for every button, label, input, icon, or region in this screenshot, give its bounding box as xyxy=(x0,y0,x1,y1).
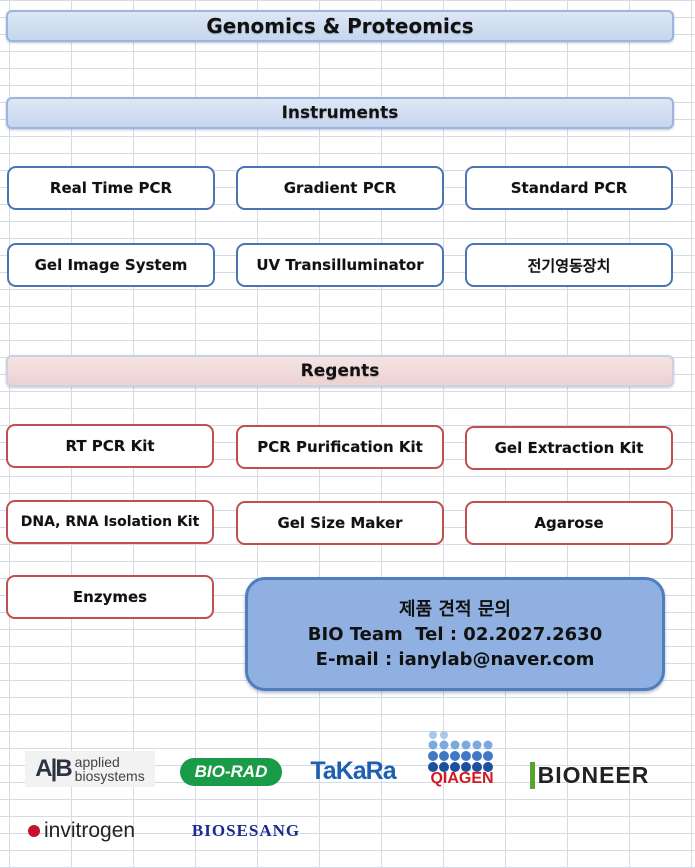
contact-email[interactable]: E-mail : ianylab@naver.com xyxy=(315,648,595,670)
biosesang-logo: BIOSESANG xyxy=(176,818,316,844)
regent-gel-extraction-kit-button[interactable]: Gel Extraction Kit xyxy=(465,426,673,470)
takara-logo: TaKaRa xyxy=(310,753,396,789)
instrument-standard-pcr-button[interactable]: Standard PCR xyxy=(465,166,673,210)
page-title: Genomics & Proteomics xyxy=(6,10,674,42)
bio-rad-logo: BIO-RAD xyxy=(180,758,282,786)
instrument-electrophoresis-button[interactable]: 전기영동장치 xyxy=(465,243,673,287)
bioneer-logo: BIONEER xyxy=(527,760,652,790)
applied-biosystems-mark: A|B xyxy=(35,755,72,782)
regent-rt-pcr-kit-button[interactable]: RT PCR Kit xyxy=(6,424,214,468)
regent-pcr-purification-kit-button[interactable]: PCR Purification Kit xyxy=(236,425,444,469)
page-title-text: Genomics & Proteomics xyxy=(206,14,474,38)
biosystems-text: biosystems xyxy=(74,768,145,784)
qiagen-dots-icon xyxy=(428,731,493,772)
instruments-header: Instruments xyxy=(6,97,674,129)
contact-title: 제품 견적 문의 xyxy=(399,598,511,620)
instrument-uv-transilluminator-button[interactable]: UV Transilluminator xyxy=(236,243,444,287)
instruments-header-text: Instruments xyxy=(281,103,399,123)
bio-rad-text: BIO-RAD xyxy=(194,762,268,781)
regent-agarose-button[interactable]: Agarose xyxy=(465,501,673,545)
bio-rad-badge: BIO-RAD xyxy=(180,758,282,786)
regent-dna-rna-isolation-kit-button[interactable]: DNA, RNA Isolation Kit xyxy=(6,500,214,544)
instrument-real-time-pcr-button[interactable]: Real Time PCR xyxy=(7,166,215,210)
invitrogen-text: invitrogen xyxy=(44,819,136,842)
qiagen-logo: QIAGEN xyxy=(426,728,498,790)
biosesang-text: BIOSESANG xyxy=(191,821,301,840)
regents-header-text: Regents xyxy=(300,361,380,381)
contact-info-box: 제품 견적 문의 BIO Team Tel : 02.2027.2630 E-m… xyxy=(245,577,665,691)
instrument-gradient-pcr-button[interactable]: Gradient PCR xyxy=(236,166,444,210)
bioneer-text: BIONEER xyxy=(529,761,650,789)
regents-header: Regents xyxy=(6,355,674,387)
applied-text: applied xyxy=(74,754,120,770)
invitrogen-mark-icon xyxy=(28,825,40,837)
regent-gel-size-maker-button[interactable]: Gel Size Maker xyxy=(236,501,444,545)
takara-text: TaKaRa xyxy=(310,756,396,785)
instrument-gel-image-system-button[interactable]: Gel Image System xyxy=(7,243,215,287)
contact-phone: BIO Team Tel : 02.2027.2630 xyxy=(307,623,603,645)
regent-enzymes-button[interactable]: Enzymes xyxy=(6,575,214,619)
invitrogen-logo: invitrogen xyxy=(28,816,154,846)
qiagen-text: QIAGEN xyxy=(430,770,494,787)
applied-biosystems-text: applied biosystems xyxy=(75,755,145,783)
applied-biosystems-logo: A|B applied biosystems xyxy=(25,751,155,787)
